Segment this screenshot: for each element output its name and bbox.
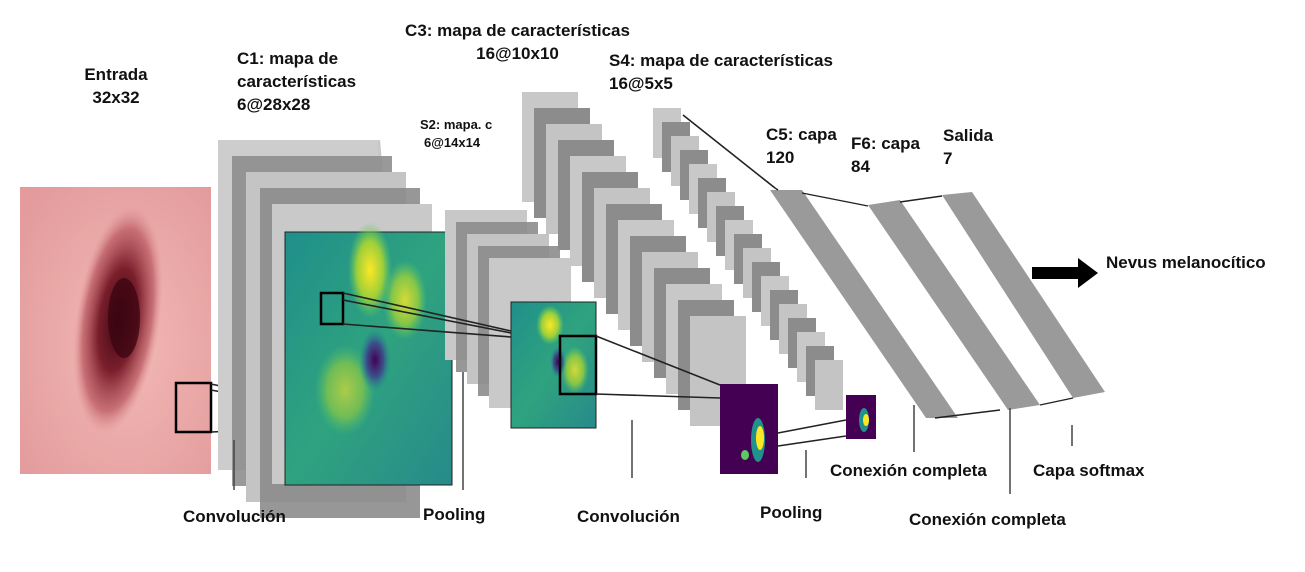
c5-label: C5: capa 120 [766,124,837,170]
c3-to-s4-lines [682,114,847,447]
s4-feature-map-stack [653,108,843,410]
input-label: Entrada 32x32 [70,64,162,110]
op-conv2-label: Convolución [577,506,680,529]
op-full1-text: Conexión completa [830,461,987,480]
op-pool2-label: Pooling [760,502,822,525]
op-conv1-label: Convolución [183,506,286,529]
op-full2-label: Conexión completa [909,509,1066,532]
c1-feature-map [284,222,453,486]
op-full2-text: Conexión completa [909,510,1066,529]
s2-label: S2: mapa. c 6@14x14 [420,116,492,151]
input-image [20,187,213,474]
c1-to-s2-lines [342,292,512,338]
f6-label: F6: capa 84 [851,133,920,179]
result-label: Nevus melanocítico [1106,252,1266,275]
output-arrow-icon [1032,258,1098,288]
op-pool2-text: Pooling [760,503,823,522]
s4-label-line2: 16@5x5 [609,73,673,93]
f6-label-line1: F6: capa [851,134,920,153]
s2-to-c3-lines [595,335,721,399]
op-conv1-text: Convolución [183,507,286,526]
input-label-name: Entrada [84,65,148,84]
c5-layer [770,190,958,418]
op-full1-label: Conexión completa [830,460,987,483]
c3-feature-map [720,384,778,474]
op-softmax-text: Capa softmax [1033,461,1145,480]
op-pool1-label: Pooling [423,504,485,527]
c3-label-line2: 16@10x10 [476,43,559,63]
s2-feature-map [510,301,598,429]
output-label: Salida 7 [943,125,993,171]
c1-label-line1: C1: mapa de [237,49,339,68]
s4-label-line1: S4: mapa de características [609,51,833,70]
op-pool1-text: Pooling [423,505,486,524]
dense-layers [770,187,1105,419]
c3-feature-map-stack [522,92,746,426]
c5-label-line2: 120 [766,147,795,167]
output-label-line2: 7 [943,148,953,168]
output-layer [942,192,1105,398]
input-label-size: 32x32 [92,87,140,107]
operation-markers [233,372,1073,494]
op-conv2-text: Convolución [577,507,680,526]
c3-label: C3: mapa de características 16@10x10 [395,20,640,66]
f6-layer [868,200,1040,410]
result-label-text: Nevus melanocítico [1106,253,1266,272]
op-softmax-label: Capa softmax [1033,460,1144,483]
s2-label-line2: 6@14x14 [424,134,481,150]
c1-pooling-window [319,291,345,326]
s4-label: S4: mapa de características 16@5x5 [609,50,833,96]
c1-label: C1: mapa de características 6@28x28 [237,48,356,117]
input-receptive-field [174,381,213,434]
c5-label-line1: C5: capa [766,125,837,144]
c1-label-line3: 6@28x28 [237,94,311,114]
f6-label-line2: 84 [851,156,870,176]
output-label-line1: Salida [943,126,994,145]
s2-conv-window [558,334,598,396]
s4-feature-map [846,395,876,439]
c3-label-line1: C3: mapa de características [405,21,630,40]
c1-label-line2: características [237,71,357,91]
s2-label-line1: S2: mapa. c [420,117,493,132]
